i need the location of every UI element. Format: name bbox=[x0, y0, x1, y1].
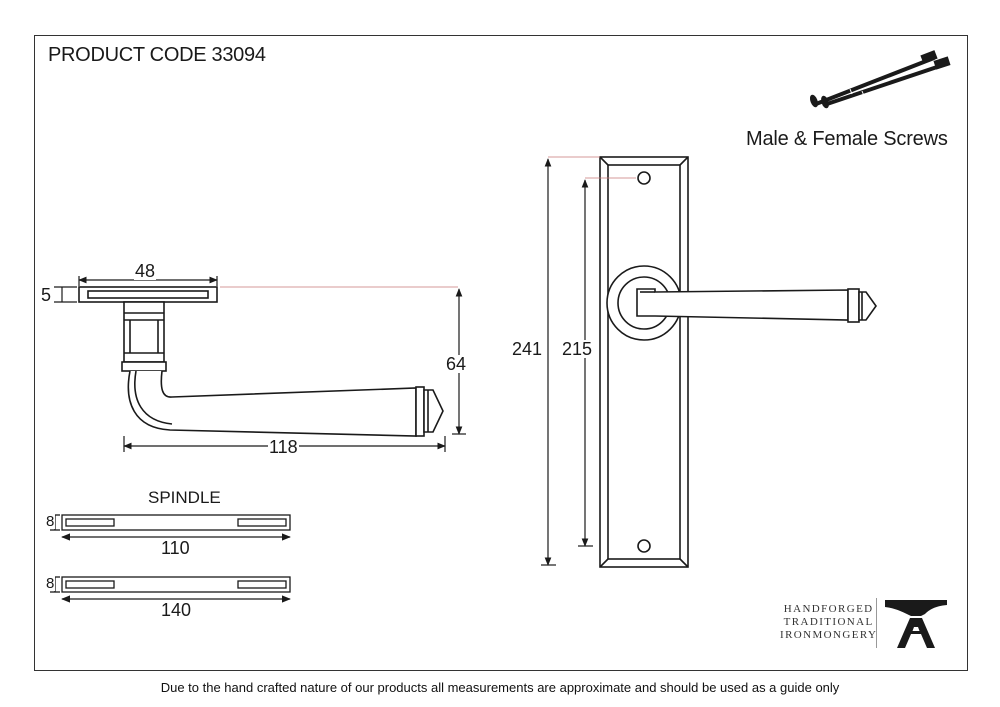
screw-hole-top bbox=[637, 171, 651, 185]
logo-divider bbox=[876, 598, 877, 648]
rose-plate bbox=[78, 286, 218, 303]
spindle-short-length: 110 bbox=[160, 538, 191, 558]
dimension-lever-projection: 64 bbox=[445, 354, 468, 374]
spindle-long-length: 140 bbox=[160, 600, 193, 620]
dimension-rose-thickness: 5 bbox=[40, 285, 53, 305]
spindle-title: SPINDLE bbox=[148, 488, 221, 507]
spindle-110 bbox=[50, 514, 291, 541]
screws-illustration bbox=[809, 50, 951, 109]
brand-line-1: HANDFORGED bbox=[783, 603, 874, 615]
backplate-front-view bbox=[599, 156, 877, 568]
spindle-long-section: 8 bbox=[45, 575, 56, 592]
dimension-fixing-centres: 215 bbox=[561, 339, 594, 359]
lever-side-view bbox=[78, 286, 444, 437]
lever-arm bbox=[127, 370, 417, 437]
dimension-rose-diameter: 48 bbox=[134, 261, 157, 281]
dimension-lever-length: 118 bbox=[268, 437, 299, 457]
brand-line-3: IRONMONGERY bbox=[780, 629, 878, 641]
footer-disclaimer: Due to the hand crafted nature of our pr… bbox=[160, 680, 840, 695]
spindle-short-section: 8 bbox=[45, 513, 56, 530]
backplate-dimensions bbox=[541, 156, 636, 566]
brand-wordmark: HANDFORGED TRADITIONAL IRONMONGERY bbox=[780, 603, 877, 642]
spindle-140 bbox=[50, 576, 291, 603]
brand-line-2: TRADITIONAL bbox=[783, 616, 874, 628]
screw-hole-bottom bbox=[637, 539, 651, 553]
screws-caption: Male & Female Screws bbox=[746, 128, 948, 150]
dimension-backplate-height: 241 bbox=[511, 339, 544, 359]
front-lever bbox=[636, 288, 849, 321]
product-code: PRODUCT CODE 33094 bbox=[48, 44, 266, 66]
drawing-frame bbox=[34, 35, 968, 671]
backplate bbox=[599, 156, 689, 568]
anvil-logo-icon bbox=[885, 600, 947, 648]
